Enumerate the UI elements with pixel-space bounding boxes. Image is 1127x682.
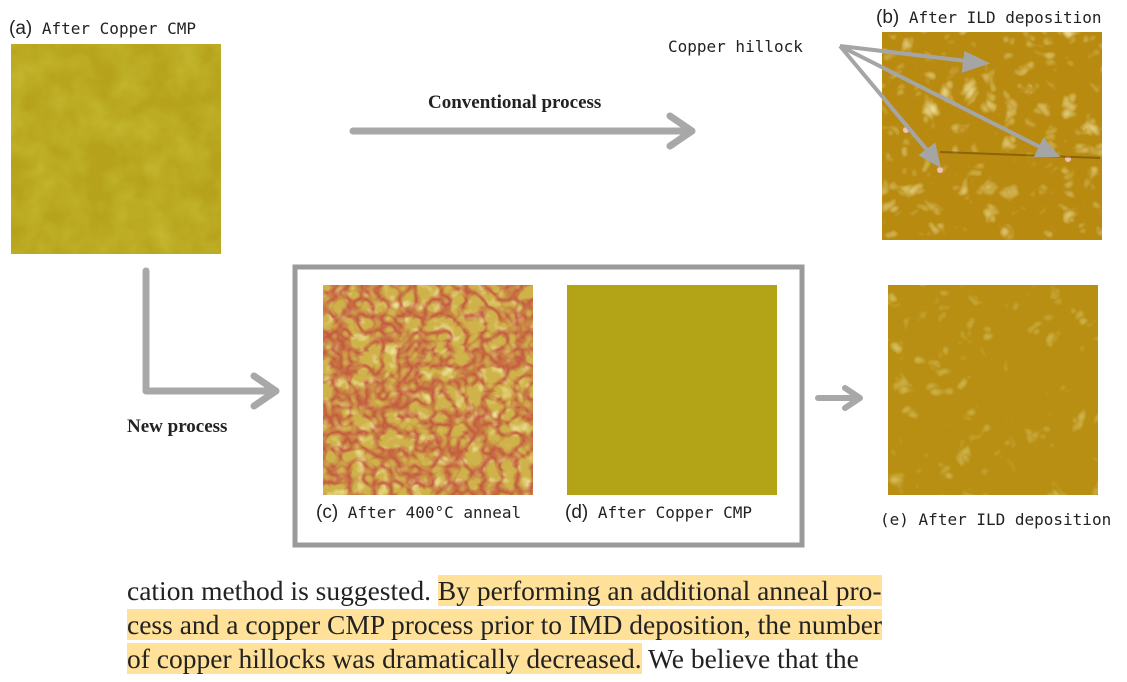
label-d-text: After Copper CMP — [597, 503, 752, 522]
image-b — [882, 32, 1102, 240]
paragraph-line-1-plain: cation method is suggested. — [127, 575, 438, 606]
conventional-process-label: Conventional process — [428, 92, 602, 113]
label-c-text: After 400°C anneal — [347, 503, 522, 522]
image-d — [567, 285, 777, 495]
image-c — [323, 285, 533, 495]
label-e-text: After ILD deposition — [918, 510, 1112, 529]
hillock-pointer-arrows — [838, 44, 1061, 168]
copper-hillock-label: Copper hillock — [668, 37, 803, 56]
new-process-arrow — [142, 267, 280, 410]
d-to-e-arrow — [815, 385, 863, 411]
label-c-tag: (c) — [316, 502, 339, 523]
paragraph-line-3: of copper hillocks was dramatically decr… — [127, 642, 995, 676]
label-e: (e) After ILD deposition — [880, 510, 1111, 529]
label-d-tag: (d) — [565, 502, 589, 523]
label-b-tag: (b) — [876, 7, 900, 28]
label-e-tag: (e) — [880, 510, 909, 529]
new-process-frame — [292, 264, 805, 548]
label-a-tag: (a) — [9, 18, 33, 39]
paragraph-line-3-plain: We believe that the — [641, 643, 859, 674]
paragraph-line-1-highlight: By performing an additional anneal pro- — [437, 575, 882, 606]
paragraph-line-2-highlight: cess and a copper CMP process prior to I… — [127, 609, 883, 640]
body-paragraph: cation method is suggested. By performin… — [127, 574, 995, 676]
label-b: (b) After ILD deposition — [876, 7, 1102, 29]
image-a — [11, 44, 221, 254]
label-a-text: After Copper CMP — [41, 19, 196, 38]
paragraph-line-3-highlight: of copper hillocks was dramatically decr… — [127, 643, 642, 674]
conventional-arrow — [349, 112, 696, 150]
label-b-text: After ILD deposition — [908, 8, 1102, 27]
image-e — [888, 285, 1098, 495]
paragraph-line-2: cess and a copper CMP process prior to I… — [127, 608, 995, 642]
label-d: (d) After Copper CMP — [565, 502, 752, 524]
label-a: (a) After Copper CMP — [9, 18, 196, 40]
new-process-label: New process — [127, 416, 228, 437]
label-c: (c) After 400°C anneal — [316, 502, 521, 524]
paragraph-line-1: cation method is suggested. By performin… — [127, 574, 995, 608]
